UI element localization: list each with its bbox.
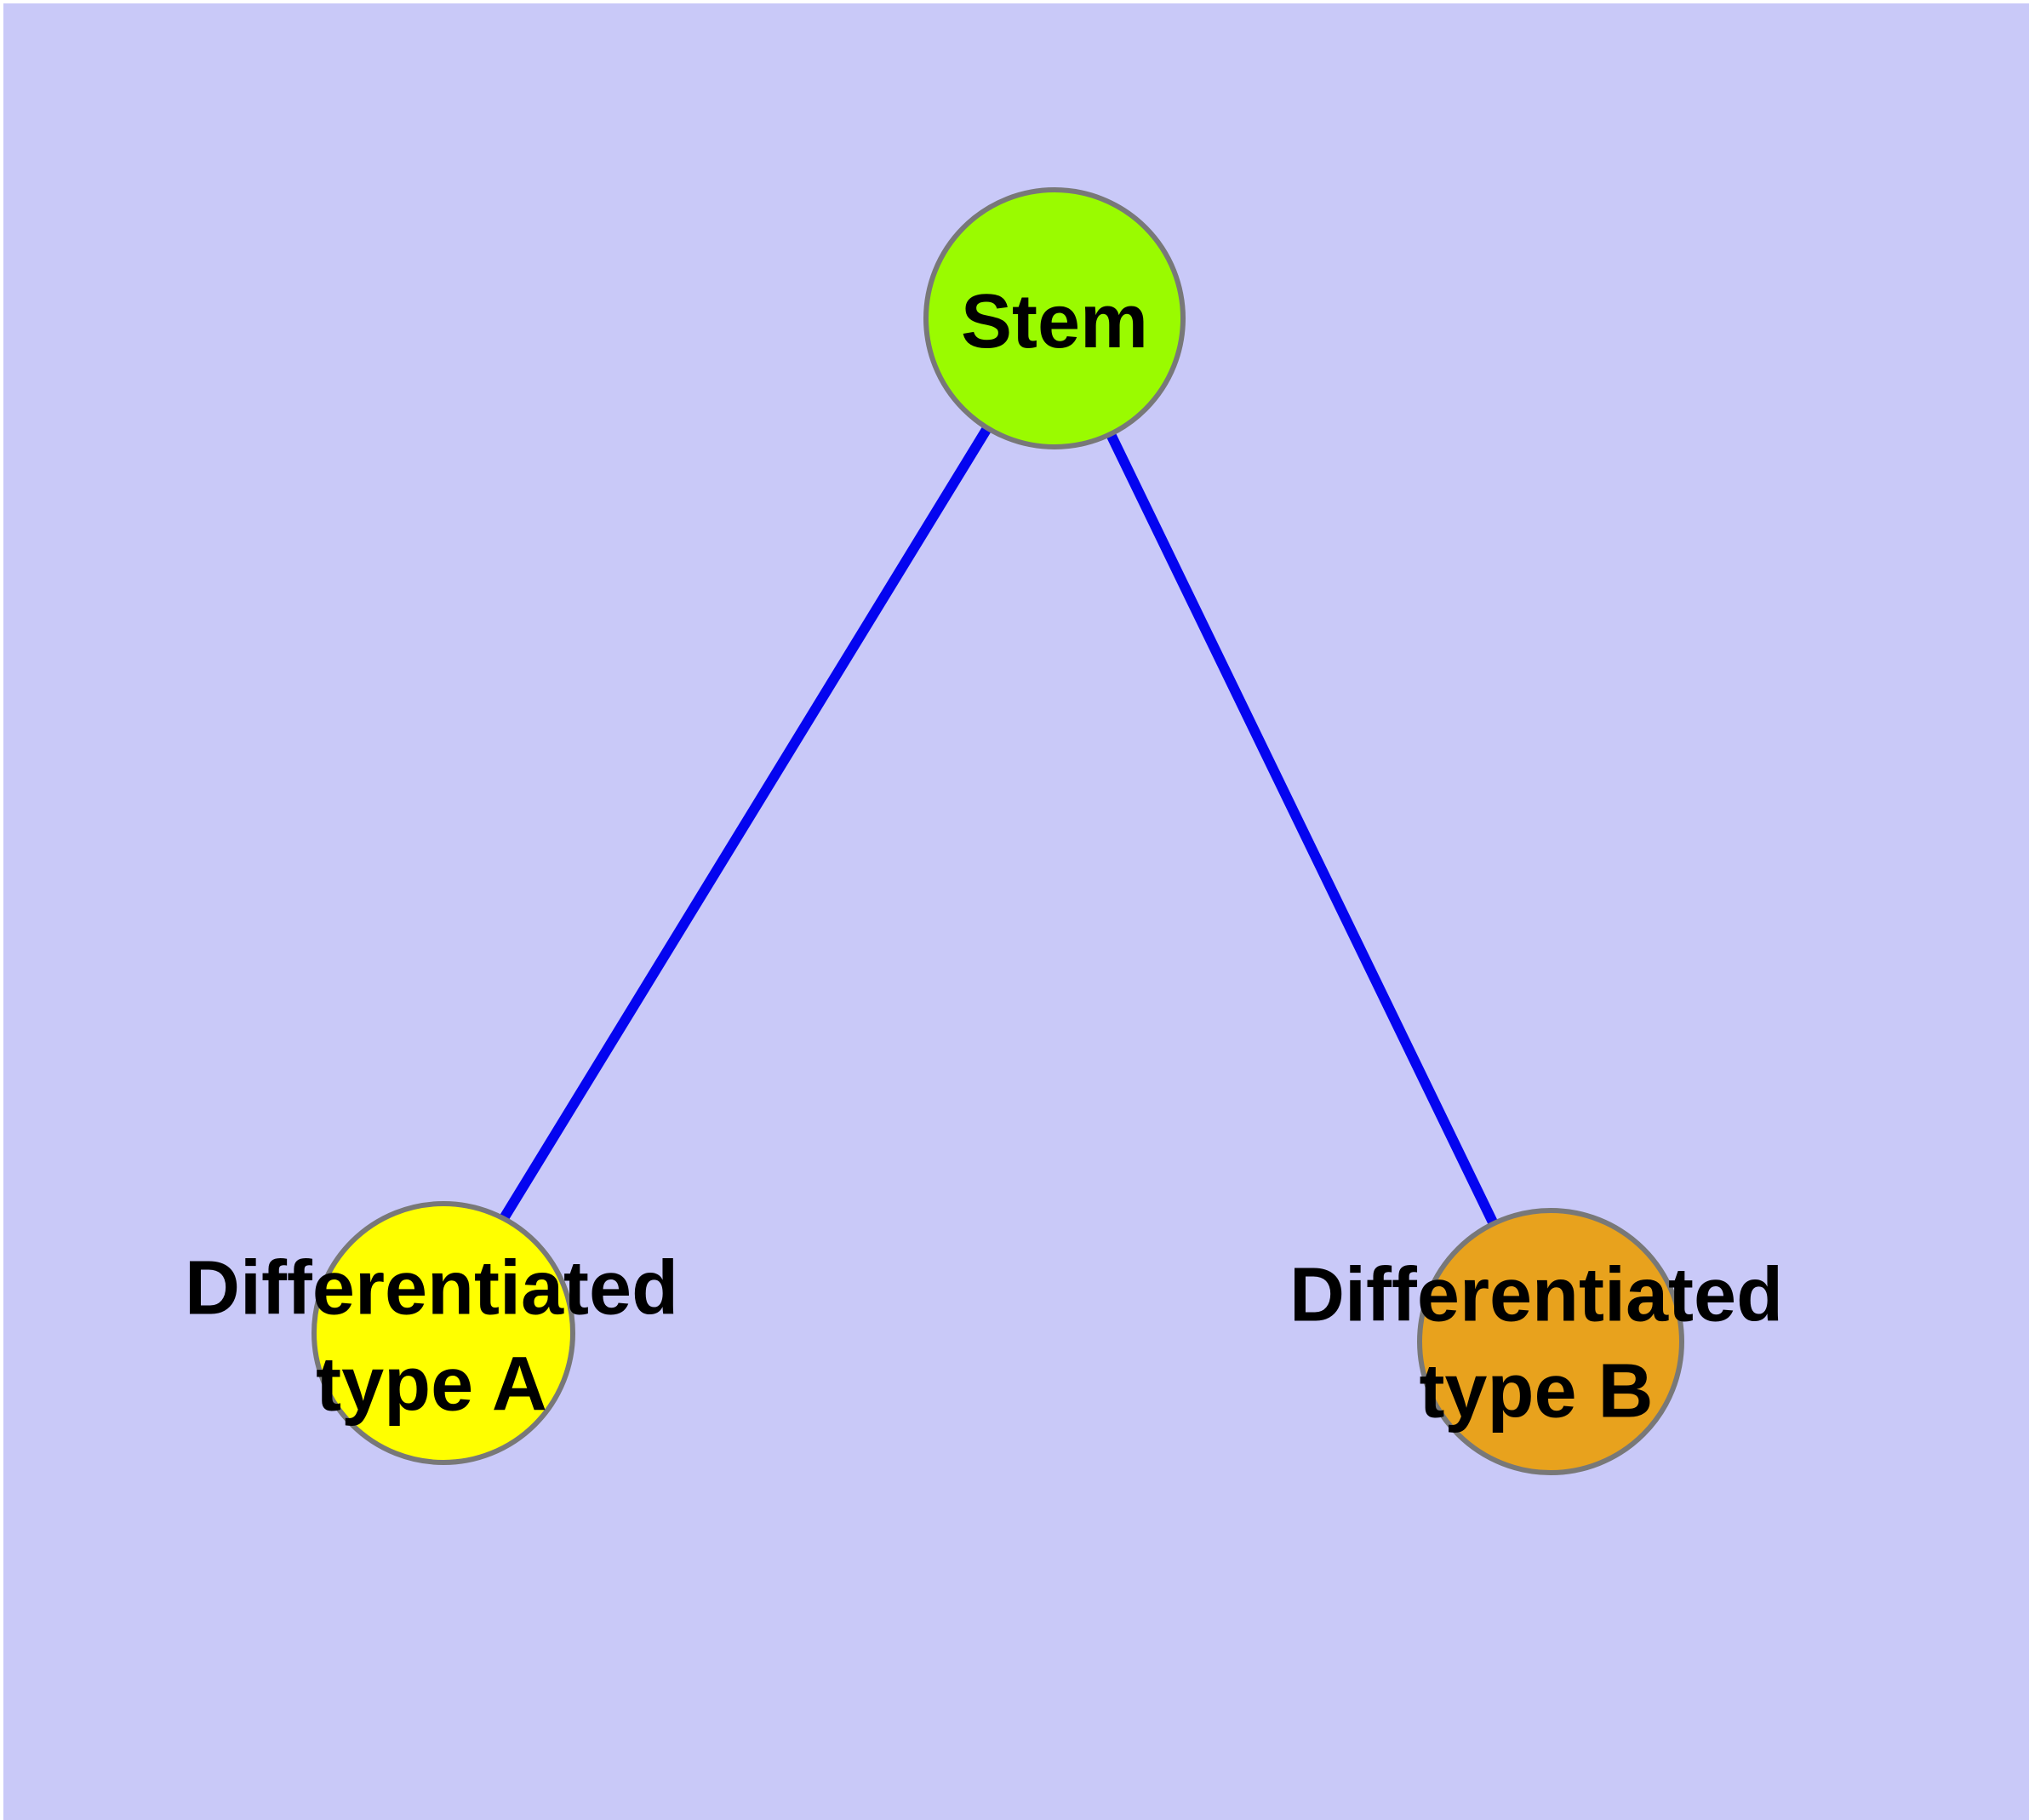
edge-stem-to-type-b — [1049, 316, 1556, 1344]
node-stem-circle — [923, 187, 1186, 449]
edge-stem-to-type-a — [426, 315, 1060, 1340]
node-differentiated-type-a-circle — [311, 1201, 575, 1465]
node-differentiated-type-b-circle — [1417, 1208, 1684, 1475]
